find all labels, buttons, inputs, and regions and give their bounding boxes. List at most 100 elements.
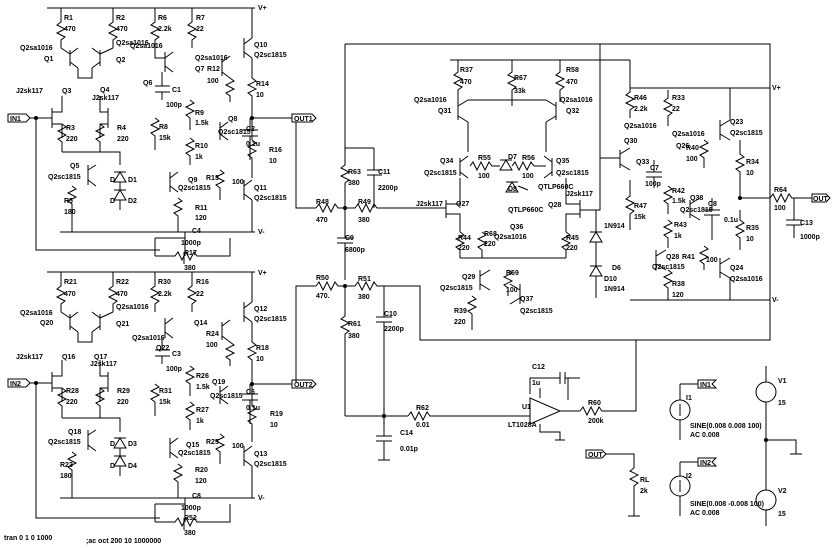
capacitor-c11[interactable] [367, 148, 382, 208]
diode-d10[interactable] [589, 265, 603, 298]
transistor-q20[interactable] [60, 311, 79, 333]
resistor-r6[interactable] [149, 8, 161, 48]
opamp-u1[interactable] [529, 397, 562, 425]
resistor-r43[interactable] [662, 219, 674, 248]
resistor-r61[interactable] [339, 286, 351, 416]
out-bottom-port[interactable] [585, 449, 607, 459]
resistor-r13[interactable] [214, 169, 226, 200]
capacitor-c10[interactable] [376, 286, 392, 416]
resistor-r50[interactable] [315, 280, 345, 292]
transistor-q9[interactable] [169, 171, 179, 193]
jfet-q4[interactable] [99, 96, 109, 138]
capacitor-c6[interactable] [242, 384, 258, 424]
capacitor-c8b[interactable] [704, 198, 720, 240]
resistor-r21[interactable] [55, 272, 67, 312]
resistor-r14[interactable] [246, 58, 258, 118]
resistor-r31[interactable] [149, 383, 161, 416]
in2-port[interactable] [7, 378, 31, 388]
tran-directive[interactable]: tran 0 1 0 1000 [4, 535, 52, 542]
transistor-q7[interactable] [221, 55, 231, 79]
out-top-port[interactable] [811, 193, 831, 203]
transistor-q22[interactable] [164, 317, 174, 339]
led-d7[interactable] [499, 159, 513, 171]
current-source-i1[interactable] [669, 384, 691, 440]
transistor-q11[interactable] [243, 179, 253, 232]
transistor-q13[interactable] [243, 445, 253, 498]
resistor-r12[interactable] [224, 77, 236, 102]
capacitor-c9[interactable] [337, 208, 353, 280]
resistor-r68[interactable] [476, 231, 488, 258]
transistor-q24[interactable] [719, 257, 731, 300]
capacitor-c14[interactable] [376, 416, 392, 461]
resistor-r20[interactable] [172, 463, 184, 498]
transistor-q5[interactable] [87, 164, 97, 187]
resistor-r16b[interactable] [186, 272, 198, 312]
resistor-r22[interactable] [107, 272, 119, 312]
resistor-r55[interactable] [469, 160, 500, 172]
transistor-q19[interactable] [219, 385, 229, 405]
resistor-r52[interactable] [155, 504, 231, 528]
resistor-r2[interactable] [107, 8, 119, 48]
transistor-q37[interactable] [509, 283, 521, 305]
transistor-q18[interactable] [87, 429, 97, 452]
transistor-q35[interactable] [543, 155, 553, 179]
in1-port[interactable] [7, 113, 31, 123]
resistor-r29[interactable] [94, 387, 106, 418]
resistor-r17[interactable] [155, 238, 231, 262]
resistor-r18[interactable] [246, 322, 258, 384]
diode-d2[interactable] [113, 182, 127, 210]
resistor-r11[interactable] [172, 197, 184, 232]
diode-d4[interactable] [113, 448, 127, 476]
transistor-q1[interactable] [60, 47, 79, 69]
resistor-r19[interactable] [246, 384, 258, 442]
capacitor-c12[interactable] [559, 372, 580, 384]
resistor-r1[interactable] [55, 8, 67, 48]
out2-port[interactable] [291, 379, 317, 389]
resistor-r34[interactable] [734, 140, 746, 198]
diode-d1[interactable] [113, 171, 127, 183]
led-d8[interactable] [505, 181, 529, 193]
resistor-r38[interactable] [662, 269, 674, 300]
resistor-r37[interactable] [452, 60, 464, 102]
in2-src-port[interactable] [697, 457, 718, 467]
resistor-r33[interactable] [662, 90, 674, 126]
out1-port[interactable] [291, 113, 317, 123]
resistor-r16[interactable] [246, 118, 258, 178]
resistor-r60[interactable] [579, 340, 637, 417]
resistor-r30[interactable] [149, 272, 161, 312]
resistor-r49[interactable] [345, 202, 446, 214]
resistor-r67[interactable] [506, 60, 518, 106]
resistor-r48[interactable] [315, 202, 345, 214]
transistor-q6[interactable] [154, 48, 174, 73]
resistor-r3[interactable] [56, 123, 68, 152]
resistor-r35[interactable] [734, 210, 746, 250]
resistor-r7[interactable] [186, 8, 198, 48]
capacitor-c3[interactable] [155, 338, 170, 364]
resistor-r51[interactable] [345, 280, 640, 341]
transistor-q15[interactable] [169, 437, 179, 459]
resistor-r44[interactable] [454, 231, 466, 258]
resistor-r45[interactable] [560, 231, 572, 258]
ac-directive[interactable]: ;ac oct 200 10 1000000 [86, 538, 161, 545]
capacitor-c4[interactable] [154, 232, 186, 264]
jfet-q28[interactable] [565, 178, 581, 232]
resistor-r64[interactable] [769, 192, 812, 204]
in1-src-port[interactable] [697, 379, 718, 389]
transistor-q21[interactable] [91, 311, 114, 333]
resistor-r24[interactable] [224, 341, 236, 366]
resistor-r56[interactable] [511, 160, 546, 172]
resistor-r8[interactable] [149, 117, 161, 150]
resistor-r59[interactable] [502, 269, 514, 296]
resistor-r10[interactable] [184, 137, 196, 165]
voltage-source-v1[interactable] [755, 366, 777, 440]
resistor-r46[interactable] [624, 60, 636, 118]
diode-d3[interactable] [113, 437, 127, 449]
resistor-r28[interactable] [56, 387, 68, 418]
resistor-r5[interactable] [66, 185, 78, 232]
transistor-q34[interactable] [459, 155, 469, 179]
resistor-r58[interactable] [554, 60, 566, 102]
capacitor-c13[interactable] [786, 198, 802, 238]
current-source-i2[interactable] [669, 462, 691, 516]
transistor-q28b[interactable] [655, 249, 667, 271]
resistor-rl[interactable] [628, 467, 640, 517]
